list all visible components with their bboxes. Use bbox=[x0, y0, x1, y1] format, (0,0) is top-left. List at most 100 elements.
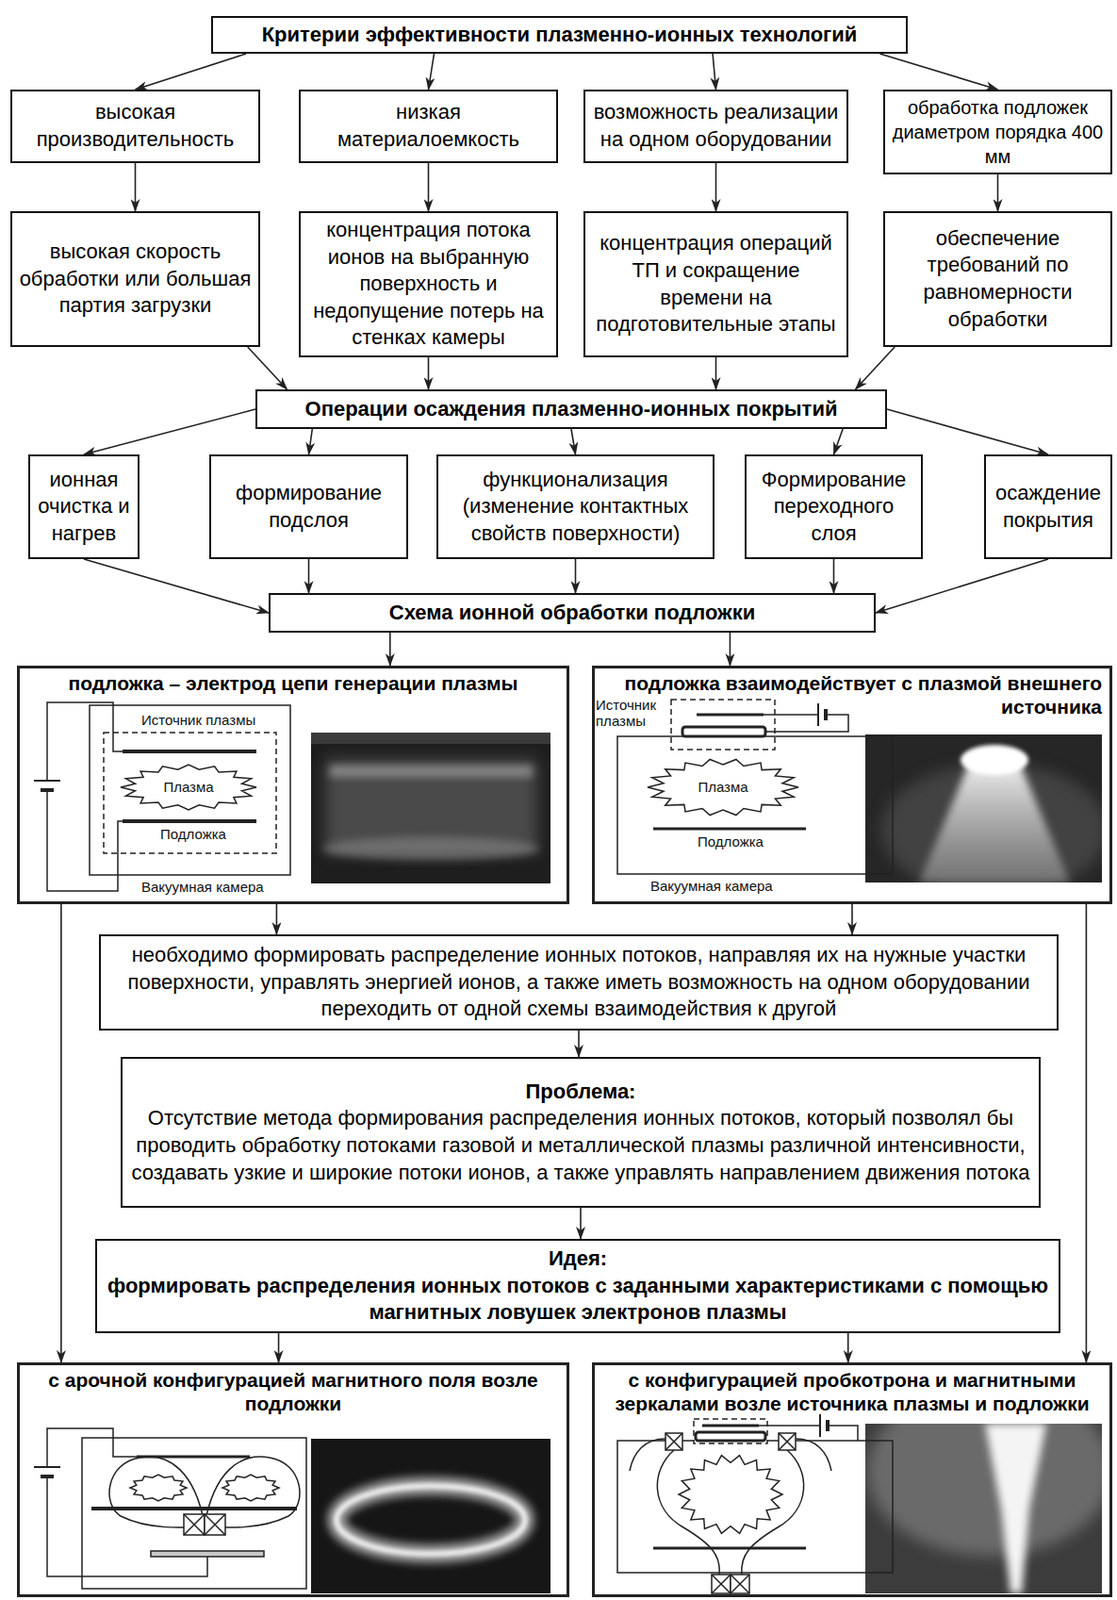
flow-arrow bbox=[427, 357, 430, 390]
vacuum-chamber bbox=[617, 736, 893, 874]
plasma-source-outline bbox=[103, 732, 277, 854]
process-box: Формирование переходного слоя bbox=[744, 454, 923, 559]
flow-arrow bbox=[571, 428, 576, 455]
plasma-photo bbox=[336, 1485, 526, 1554]
substrate bbox=[653, 827, 806, 831]
flow-arrow bbox=[847, 1332, 850, 1363]
flow-arrow bbox=[997, 174, 1000, 212]
box-text: формирование подслоя bbox=[216, 479, 401, 534]
plasma-cloud bbox=[130, 1474, 187, 1501]
substrate bbox=[653, 1546, 806, 1550]
process-box: необходимо формировать распределение ион… bbox=[98, 934, 1059, 1031]
plasma-photo bbox=[311, 732, 551, 884]
magnet bbox=[204, 1513, 226, 1535]
plasma-photo bbox=[960, 744, 1029, 775]
flow-arrow bbox=[308, 558, 311, 593]
box-text: Проблема: bbox=[128, 1078, 1034, 1106]
magnet bbox=[183, 1513, 205, 1535]
flow-arrow bbox=[887, 409, 1049, 455]
box-text: Идея: bbox=[102, 1245, 1053, 1273]
flow-arrow bbox=[879, 53, 998, 90]
arch-field-schematic bbox=[33, 1428, 307, 1589]
battery-symbol bbox=[33, 1465, 61, 1468]
panel-title: подложка взаимодействует с плазмой внешн… bbox=[602, 671, 1102, 719]
flow-arrow bbox=[1085, 903, 1088, 1363]
plasma-photo bbox=[919, 758, 1070, 883]
magnet bbox=[730, 1574, 750, 1594]
process-box: формирование подслоя bbox=[209, 454, 409, 559]
magnet bbox=[778, 1432, 796, 1450]
flow-arrow bbox=[875, 558, 1049, 613]
part-label: Плазма bbox=[155, 778, 222, 795]
box-text: формировать распределения ионных потоков… bbox=[102, 1272, 1053, 1327]
battery-symbol bbox=[819, 1413, 822, 1437]
plasma-cloud bbox=[647, 758, 799, 815]
flow-arrow bbox=[729, 632, 732, 666]
plasma-source-outline bbox=[671, 699, 775, 750]
scheme-panel: подложка взаимодействует с плазмой внешн… bbox=[591, 665, 1113, 904]
plasma-photo bbox=[865, 734, 1102, 883]
box-text: высокая скорость обработки или большая п… bbox=[17, 238, 253, 320]
header-box: Схема ионной обработки подложки bbox=[268, 592, 876, 633]
box-text: Отсутствие метода формирования распредел… bbox=[128, 1104, 1034, 1186]
process-box: высокая скорость обработки или большая п… bbox=[10, 211, 261, 347]
box-text: Формирование переходного слоя bbox=[752, 466, 916, 548]
flow-arrow bbox=[834, 428, 844, 455]
wire bbox=[827, 1425, 858, 1441]
process-box: ионная очистка и нагрев bbox=[28, 454, 140, 559]
vacuum-chamber bbox=[82, 1437, 307, 1589]
box-text: концентрация потока ионов на выбранную п… bbox=[306, 216, 551, 352]
flow-arrow bbox=[712, 53, 716, 90]
plasma-photo bbox=[985, 1423, 1047, 1594]
vacuum-chamber bbox=[617, 1440, 893, 1573]
flow-arrow bbox=[577, 1030, 580, 1057]
process-box: концентрация потока ионов на выбранную п… bbox=[298, 211, 559, 358]
box-text: необходимо формировать распределение ион… bbox=[106, 941, 1052, 1023]
flow-arrow bbox=[715, 163, 718, 212]
part-label: Подложка bbox=[688, 833, 773, 850]
scheme-panel: с конфигурацией пробкотрона и магнитными… bbox=[591, 1362, 1113, 1597]
plasma-photo bbox=[311, 732, 551, 884]
process-box: обработка подложек диаметром порядка 400… bbox=[883, 89, 1113, 175]
electrode bbox=[682, 726, 766, 737]
flow-arrow bbox=[247, 346, 288, 390]
part-label: Источник плазмы bbox=[141, 711, 256, 728]
scheme-panel: с арочной конфигурацией магнитного поля … bbox=[16, 1362, 570, 1597]
plasma-cloud bbox=[222, 1474, 280, 1501]
electrode bbox=[702, 1424, 759, 1428]
process-box: концентрация операций ТП и сокращение вр… bbox=[583, 211, 849, 358]
wire bbox=[758, 1424, 821, 1427]
flow-arrow bbox=[851, 903, 854, 935]
flow-arrow bbox=[389, 632, 392, 666]
field-line bbox=[795, 1438, 832, 1471]
flow-arrow bbox=[427, 163, 430, 212]
header-box: Операции осаждения плазменно-ионных покр… bbox=[255, 389, 888, 429]
wire bbox=[47, 789, 123, 891]
plasma-photo bbox=[336, 1485, 526, 1554]
box-text: Схема ионной обработки подложки bbox=[276, 599, 869, 627]
process-box: Проблема:Отсутствие метода формирования … bbox=[120, 1056, 1041, 1208]
electrode bbox=[696, 713, 764, 717]
process-box: функционализация (изменение контактных с… bbox=[436, 454, 715, 559]
box-text: Операции осаждения плазменно-ионных покр… bbox=[262, 395, 880, 424]
vacuum-chamber bbox=[89, 705, 291, 875]
panel-title: с арочной конфигурацией магнитного поля … bbox=[27, 1367, 559, 1415]
electrode bbox=[695, 1431, 766, 1441]
box-text: обработка подложек диаметром порядка 400… bbox=[890, 95, 1105, 169]
magnet bbox=[711, 1574, 731, 1594]
plasma-photo bbox=[867, 1423, 1102, 1556]
magnet bbox=[183, 1513, 205, 1535]
electrode bbox=[122, 749, 257, 754]
process-box: высокая производительность bbox=[10, 89, 261, 164]
flow-arrow bbox=[278, 1332, 280, 1363]
process-box: возможность реализации на одном оборудов… bbox=[583, 89, 849, 164]
substrate bbox=[91, 1506, 297, 1511]
box-text: обеспечение требований по равномерности … bbox=[890, 225, 1105, 333]
magnet bbox=[665, 1432, 683, 1450]
flow-arrow bbox=[715, 357, 718, 390]
wire bbox=[763, 713, 819, 716]
flow-arrow bbox=[135, 53, 247, 90]
substrate-holder bbox=[150, 1550, 264, 1557]
part-label: Вакуумная камера bbox=[141, 878, 264, 895]
